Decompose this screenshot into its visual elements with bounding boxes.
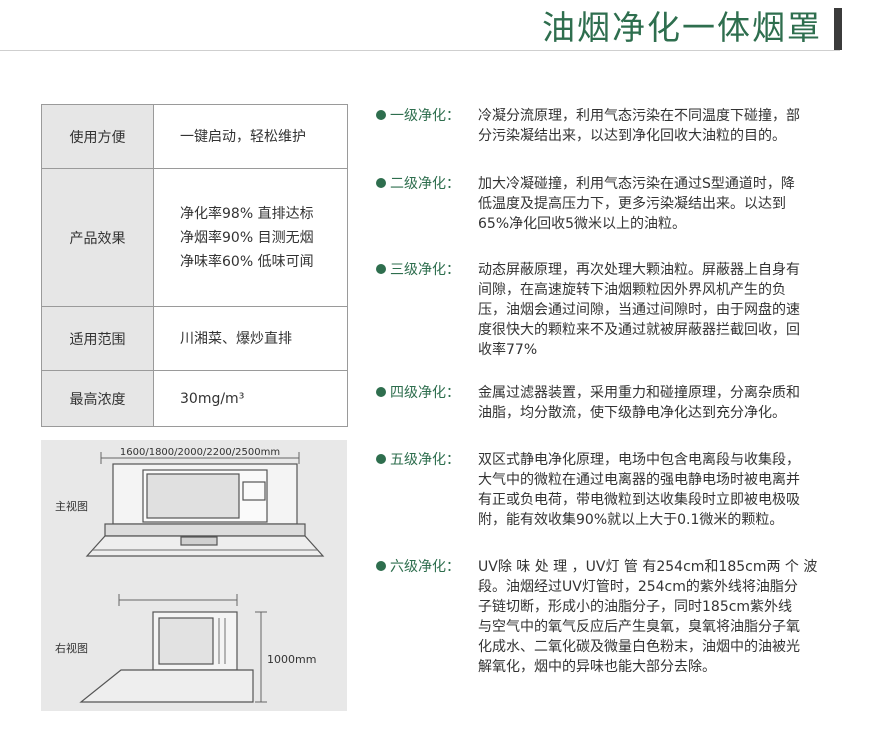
- stage-description: UV除 味 处 理 ，UV灯 管 有254cm和185cm两 个 波 段。油烟经…: [478, 557, 846, 677]
- bullet-icon: [376, 110, 386, 120]
- bullet-icon: [376, 387, 386, 397]
- bullet-icon: [376, 561, 386, 571]
- spec-value-line: 净味率60% 低味可闻: [180, 253, 314, 270]
- stage-line: 压，油烟会通过间隙，当通过间隙时，由于网盘的速: [478, 302, 800, 318]
- stage-name: 一级净化：: [390, 108, 460, 124]
- spec-value-line: 川湘菜、爆炒直排: [180, 330, 292, 347]
- spec-value: 净化率98% 直排达标 净烟率90% 目测无烟 净味率60% 低味可闻: [153, 168, 348, 307]
- spec-value: 一键启动，轻松维护: [153, 104, 348, 169]
- width-dimension-label: 1600/1800/2000/2200/2500mm: [120, 447, 280, 458]
- spec-label: 产品效果: [41, 168, 154, 307]
- spec-value-line: 一键启动，轻松维护: [180, 128, 306, 145]
- stage-line: 子链切断，形成小的油脂分子，同时185cm紫外线: [478, 599, 793, 615]
- spec-table: 使用方便 一键启动，轻松维护 产品效果 净化率98% 直排达标 净烟率90% 目…: [41, 104, 348, 427]
- stage-description: 双区式静电净化原理，电场中包含电离段与收集段， 大气中的微粒在通过电离器的强电静…: [478, 450, 846, 530]
- stage-line: UV除 味 处 理 ，UV灯 管 有254cm和185cm两 个 波: [478, 559, 818, 575]
- stage-name: 五级净化：: [390, 452, 460, 468]
- technical-drawing: 1600/1800/2000/2200/2500mm 主视图 右: [41, 440, 347, 711]
- stage-description: 金属过滤器装置，采用重力和碰撞原理，分离杂质和 油脂，均分散流，使下级静电净化达…: [478, 383, 846, 423]
- spec-value-line: 净化率98% 直排达标: [180, 205, 314, 222]
- stage-line: 度很快大的颗粒来不及通过就被屏蔽器拦截回收，回: [478, 322, 800, 338]
- stage-line: 分污染凝结出来，以达到净化回收大油粒的目的。: [478, 128, 786, 144]
- spec-label: 最高浓度: [41, 370, 154, 427]
- spec-label: 使用方便: [41, 104, 154, 169]
- spec-row-scope: 适用范围 川湘菜、爆炒直排: [41, 306, 348, 371]
- page-title: 油烟净化一体烟罩: [542, 8, 822, 47]
- height-dimension-label: 1000mm: [267, 653, 316, 666]
- stage-line: 收率77%: [478, 342, 538, 358]
- drawing-svg: 1600/1800/2000/2200/2500mm 主视图 右: [55, 447, 325, 703]
- spec-value-line: 净烟率90% 目测无烟: [180, 229, 314, 246]
- stage-line: 大气中的微粒在通过电离器的强电静电场时被电离并: [478, 472, 800, 488]
- stage-line: 双区式静电净化原理，电场中包含电离段与收集段，: [478, 452, 800, 468]
- stage-description: 冷凝分流原理，利用气态污染在不同温度下碰撞，部 分污染凝结出来，以达到净化回收大…: [478, 106, 846, 146]
- stage-line: 冷凝分流原理，利用气态污染在不同温度下碰撞，部: [478, 108, 800, 124]
- stage-line: 油脂，均分散流，使下级静电净化达到充分净化。: [478, 405, 786, 421]
- spec-label: 适用范围: [41, 306, 154, 371]
- stage-line: 动态屏蔽原理，再次处理大颗油粒。屏蔽器上自身有: [478, 262, 800, 278]
- spec-row-usage: 使用方便 一键启动，轻松维护: [41, 104, 348, 169]
- spec-value-line: 30mg/m³: [180, 390, 245, 407]
- bullet-icon: [376, 178, 386, 188]
- stage-line: 解氧化，烟中的异味也能大部分去除。: [478, 659, 716, 675]
- stage-line: 低温度及提高压力下，更多污染凝结出来。以达到: [478, 196, 786, 212]
- stage-line: 与空气中的氧气反应后产生臭氧，臭氧将油脂分子氧: [478, 619, 800, 635]
- stage-line: 附，能有效收集90%就以上大于0.1微米的颗粒。: [478, 512, 784, 528]
- stage-name: 二级净化：: [390, 176, 460, 192]
- bullet-icon: [376, 454, 386, 464]
- stage-line: 金属过滤器装置，采用重力和碰撞原理，分离杂质和: [478, 385, 800, 401]
- stage-name: 三级净化：: [390, 262, 460, 278]
- stage-line: 间隙，在高速旋转下油烟颗粒因外界风机产生的负: [478, 282, 786, 298]
- stage-line: 加大冷凝碰撞，利用气态污染在通过S型通道时，降: [478, 176, 795, 192]
- spec-row-effect: 产品效果 净化率98% 直排达标 净烟率90% 目测无烟 净味率60% 低味可闻: [41, 168, 348, 307]
- stage-line: 65%净化回收5微米以上的油粒。: [478, 216, 687, 232]
- front-view-label: 主视图: [55, 499, 88, 513]
- stage-name: 六级净化：: [390, 559, 460, 575]
- spec-row-concentration: 最高浓度 30mg/m³: [41, 370, 348, 427]
- stage-line: 段。油烟经过UV灯管时，254cm的紫外线将油脂分: [478, 579, 798, 595]
- title-accent-bar: [834, 8, 842, 50]
- bullet-icon: [376, 264, 386, 274]
- stage-description: 加大冷凝碰撞，利用气态污染在通过S型通道时，降 低温度及提高压力下，更多污染凝结…: [478, 174, 846, 234]
- spec-value: 30mg/m³: [153, 370, 348, 427]
- stage-description: 动态屏蔽原理，再次处理大颗油粒。屏蔽器上自身有 间隙，在高速旋转下油烟颗粒因外界…: [478, 260, 846, 360]
- spec-value: 川湘菜、爆炒直排: [153, 306, 348, 371]
- stage-name: 四级净化：: [390, 385, 460, 401]
- stage-line: 有正或负电荷，带电微粒到达收集段时立即被电极吸: [478, 492, 800, 508]
- header-divider: [0, 50, 840, 51]
- side-view-label: 右视图: [55, 641, 88, 655]
- stage-line: 化成水、二氧化碳及微量白色粉末，油烟中的油被光: [478, 639, 800, 655]
